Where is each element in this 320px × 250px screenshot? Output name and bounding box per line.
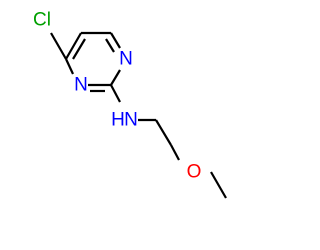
bond-c4-cl (50, 32, 67, 60)
ring-nitrogen-top-label: N (119, 49, 133, 70)
bond-n1-c2 (110, 69, 121, 86)
bond-o-ch3 (210, 171, 227, 199)
molecule-structure: Cl N N H N O (33, 10, 227, 199)
bond-n3-c4 (65, 58, 74, 75)
amine-nitrogen-label: N (124, 110, 138, 131)
bond-c4-c5-double (72, 38, 86, 60)
structure-canvas: Cl N N H N O (33, 9, 227, 199)
ring-nitrogen-middle-label: N (74, 75, 88, 96)
bond-c6-n1-double (105, 38, 115, 53)
amine-hydrogen-label: H (111, 110, 125, 131)
bond-ch2a-ch2b (155, 119, 172, 146)
bond-c4-c5 (65, 32, 82, 60)
bond-c6-n1 (110, 32, 121, 49)
bond-c2-nh (110, 84, 121, 103)
chlorine-label: Cl (33, 10, 51, 31)
atom-label-group: Cl N N H N O (33, 10, 201, 183)
bond-ch2b-o (170, 144, 180, 161)
bond-group (50, 31, 227, 199)
oxygen-label: O (187, 162, 202, 183)
